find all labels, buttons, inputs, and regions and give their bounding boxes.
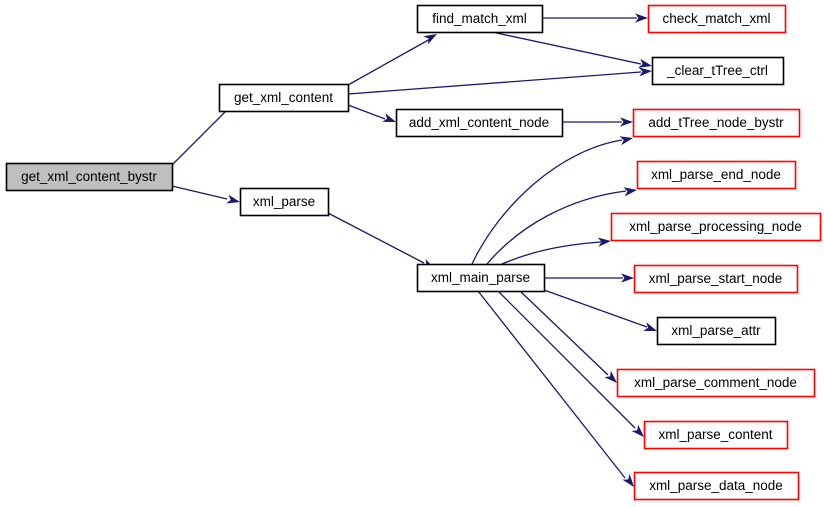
edge-add_xml_content_node-to-add_tTree_node_bystr xyxy=(562,117,633,127)
edge-line xyxy=(543,289,648,328)
node-box[interactable] xyxy=(633,471,800,501)
node-xml_parse_data_node[interactable]: xml_parse_data_node xyxy=(633,471,800,501)
arrowhead-icon xyxy=(623,187,637,197)
node-box[interactable] xyxy=(656,316,777,346)
edge-line xyxy=(471,139,623,265)
node-_clear_tTree_ctrl[interactable]: _clear_tTree_ctrl xyxy=(651,56,785,86)
edge-find_match_xml-to-_clear_tTree_ctrl xyxy=(491,31,652,68)
arrowhead-icon xyxy=(604,370,617,383)
arrowhead-icon xyxy=(635,13,648,23)
arrowhead-icon xyxy=(621,273,634,283)
node-box[interactable] xyxy=(610,212,822,242)
node-get_xml_content[interactable]: get_xml_content xyxy=(218,83,350,113)
nodes-layer: get_xml_content_bystr get_xml_content xml_… xyxy=(5,4,822,501)
arrowhead-icon xyxy=(643,322,657,331)
node-box[interactable] xyxy=(218,83,350,113)
arrowhead-icon xyxy=(382,113,396,122)
edge-xml_main_parse-to-xml_parse_end_node xyxy=(486,187,637,265)
edge-xml_main_parse-to-xml_parse_comment_node xyxy=(519,290,617,383)
edge-xml_main_parse-to-xml_parse_start_node xyxy=(544,273,634,283)
node-box[interactable] xyxy=(636,160,797,190)
edge-line xyxy=(501,241,602,265)
node-add_tTree_node_bystr[interactable]: add_tTree_node_bystr xyxy=(632,108,801,138)
edge-xml_main_parse-to-add_tTree_node_bystr xyxy=(471,136,633,265)
node-add_xml_content_node[interactable]: add_xml_content_node xyxy=(395,108,564,138)
edge-xml_main_parse-to-xml_parse_attr xyxy=(543,289,657,331)
node-box[interactable] xyxy=(395,108,564,138)
node-xml_main_parse[interactable]: xml_main_parse xyxy=(416,263,546,293)
arrowhead-icon xyxy=(226,194,240,204)
node-xml_parse[interactable]: xml_parse xyxy=(239,187,330,217)
edge-line xyxy=(327,212,425,264)
node-xml_parse_attr[interactable]: xml_parse_attr xyxy=(656,316,777,346)
arrowhead-icon xyxy=(620,117,633,127)
node-xml_parse_content[interactable]: xml_parse_content xyxy=(643,420,789,450)
edge-find_match_xml-to-check_match_xml xyxy=(542,13,648,23)
node-get_xml_content_bystr[interactable]: get_xml_content_bystr xyxy=(5,162,174,192)
node-xml_parse_end_node[interactable]: xml_parse_end_node xyxy=(636,160,797,190)
arrowhead-icon xyxy=(631,424,644,437)
node-box[interactable] xyxy=(5,162,174,192)
edge-line xyxy=(347,37,433,86)
edge-line xyxy=(477,290,626,479)
node-box[interactable] xyxy=(632,108,801,138)
node-box[interactable] xyxy=(416,263,546,293)
edges-layer xyxy=(171,13,657,487)
edge-xml_main_parse-to-xml_parse_processing_node xyxy=(501,237,611,265)
node-box[interactable] xyxy=(647,4,787,34)
node-box[interactable] xyxy=(616,368,816,398)
edge-get_xml_content-to-_clear_tTree_ctrl xyxy=(347,67,652,95)
edge-line xyxy=(171,185,228,200)
edge-line xyxy=(491,31,642,65)
edge-get_xml_content-to-find_match_xml xyxy=(347,34,437,86)
arrowhead-icon xyxy=(619,136,633,146)
arrowhead-icon xyxy=(622,473,634,487)
arrowhead-icon xyxy=(423,34,437,45)
node-box[interactable] xyxy=(643,420,789,450)
node-xml_parse_start_node[interactable]: xml_parse_start_node xyxy=(633,264,799,294)
node-box[interactable] xyxy=(416,4,544,34)
arrowhead-icon xyxy=(638,58,652,68)
edge-get_xml_content-to-add_xml_content_node xyxy=(347,104,396,122)
node-box[interactable] xyxy=(633,264,799,294)
edge-xml_main_parse-to-xml_parse_content xyxy=(497,290,644,437)
edge-xml_main_parse-to-xml_parse_data_node xyxy=(477,290,634,487)
edge-line xyxy=(486,190,627,265)
node-xml_parse_processing_node[interactable]: xml_parse_processing_node xyxy=(610,212,822,242)
edge-line xyxy=(347,71,642,95)
arrowhead-icon xyxy=(638,67,652,77)
edge-line xyxy=(347,104,386,120)
edge-get_xml_content_bystr-to-xml_parse xyxy=(171,185,240,204)
edge-line xyxy=(497,290,636,429)
node-box[interactable] xyxy=(651,56,785,86)
edge-line xyxy=(519,290,609,376)
node-check_match_xml[interactable]: check_match_xml xyxy=(647,4,787,34)
node-box[interactable] xyxy=(239,187,330,217)
arrowhead-icon xyxy=(597,237,611,247)
node-find_match_xml[interactable]: find_match_xml xyxy=(416,4,544,34)
node-xml_parse_comment_node[interactable]: xml_parse_comment_node xyxy=(616,368,816,398)
